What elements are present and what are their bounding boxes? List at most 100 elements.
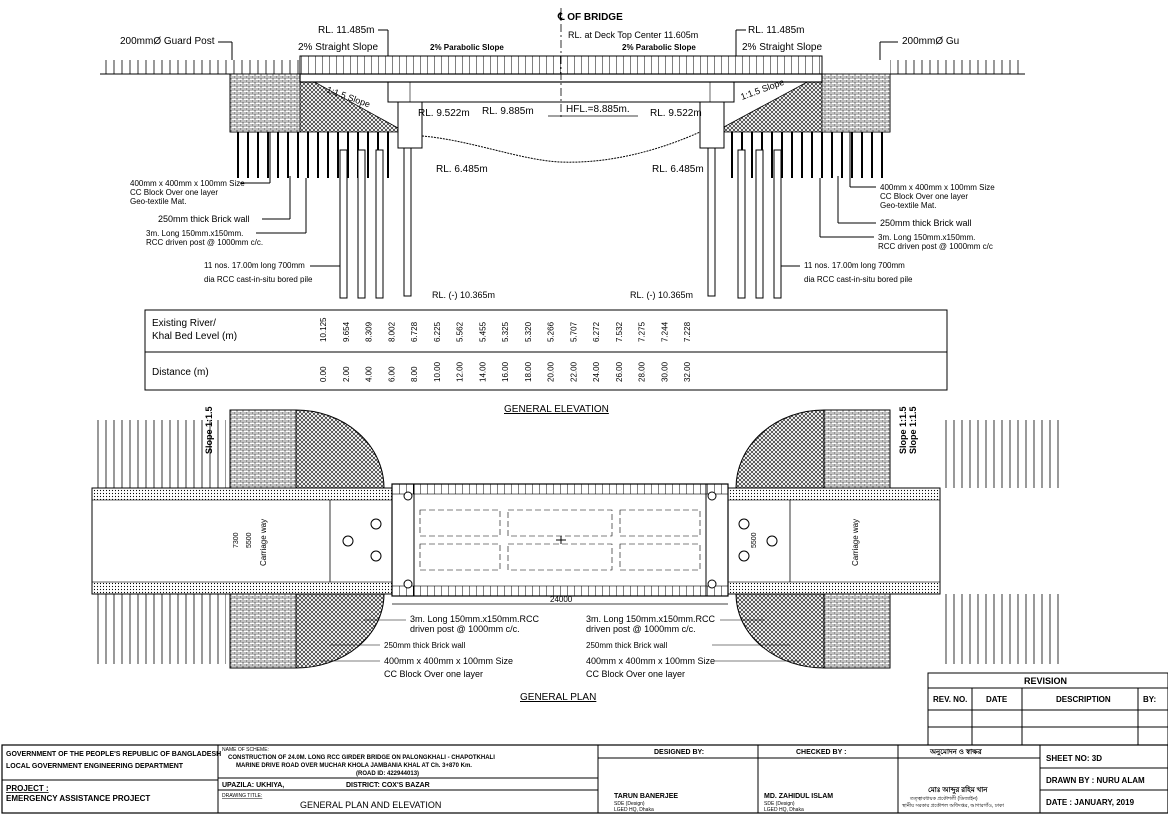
bored-pile-right-line2: dia RCC cast-in-situ bored pile [804,275,913,284]
gov-line-2: LOCAL GOVERNMENT ENGINEERING DEPARTMENT [6,763,184,770]
rl-left-pile-tip-label: RL. (-) 10.365m [432,290,495,300]
plan-cone-right-bottom [735,593,825,669]
plan-cc-block-right-line1: 400mm x 400mm x 100mm Size [586,656,715,666]
centerline-label: ℄ OF BRIDGE [557,12,623,23]
bed-level-value: 5.266 [547,321,556,342]
distance-value: 26.00 [615,361,624,382]
bed-level-value: 5.325 [501,321,510,342]
plan-grass-left-top [96,420,226,488]
brick-block-left [229,73,301,133]
scheme-line-2: MARINE DRIVE ROAD OVER MUCHAR KHOLA JAMB… [236,763,472,769]
bed-level-value: 8.002 [387,321,396,342]
cc-block-right-line2: CC Block Over one layer [880,192,968,201]
bed-level-value: 5.455 [478,321,487,342]
bed-level-value: 5.707 [569,321,578,342]
driven-post-right-line2: RCC driven post @ 1000mm c/c [878,242,993,251]
bed-level-table: Existing River/ Khal Bed Level (m) Dista… [144,309,948,391]
brick-wall-left-label: 250mm thick Brick wall [158,214,250,224]
rl-right-top-label: RL. 11.485m [748,25,805,36]
rl-right-pile-tip-label: RL. (-) 10.365m [630,290,693,300]
distance-value: 16.00 [501,361,510,382]
designer-title-1: SDE (Design) [614,801,645,807]
plan-driven-post-left-line2: driven post @ 1000mm c/c. [410,624,520,634]
plan-cc-block-left-line1: 400mm x 400mm x 100mm Size [384,656,513,666]
distance-value: 4.00 [365,366,374,382]
cc-block-right-line3: Geo-textile Mat. [880,201,936,210]
drawing-title-label: DRAWING TITLE: [222,793,262,799]
revision-col-rev: REV. NO. [933,695,967,704]
bed-level-value: 10.125 [319,317,328,342]
distance-value: 14.00 [478,361,487,382]
width-right-inner-label: 5500 [751,532,758,548]
rl-left-top-label: RL. 11.485m [318,25,375,36]
distance-label: Distance (m) [152,367,209,378]
rl-right-soffit-label: RL. 9.522m [650,108,702,119]
bored-pile-left-line1: 11 nos. 17.00m long 700mm [204,261,305,270]
slope-left-label: Slope 1:1.5 [204,406,214,454]
gov-line-1: GOVERNMENT OF THE PEOPLE'S REPUBLIC OF B… [6,751,221,758]
distance-value: 32.00 [683,361,692,382]
plan-brick-wall-left-label: 250mm thick Brick wall [384,641,466,650]
bed-level-value: 7.228 [683,321,692,342]
plan-driven-post-right-line2: driven post @ 1000mm c/c. [586,624,696,634]
title-block [1,744,1168,814]
bed-level-value: 5.320 [524,321,533,342]
river-bed-profile [421,131,701,163]
rl-left-soffit-label: RL. 9.522m [418,108,470,119]
driven-post-left-line1: 3m. Long 150mm.x150mm. [146,229,243,238]
general-elevation-title: GENERAL ELEVATION [504,404,609,415]
cc-block-left-line3: Geo-textile Mat. [130,197,186,206]
carriageway-left-label: Carriage way [259,519,268,566]
plan-brick-right-bottom [823,593,891,669]
distance-value: 24.00 [592,361,601,382]
bed-values: 10.1250.009.6542.008.3094.008.0026.006.7… [319,317,692,382]
bed-level-label-2: Khal Bed Level (m) [152,331,237,342]
revision-col-by: BY: [1143,695,1156,704]
revision-title: REVISION [1024,676,1067,686]
drawing-date: DATE : JANUARY, 2019 [1046,798,1135,807]
bored-pile-left-line2: dia RCC cast-in-situ bored pile [204,275,313,284]
distance-value: 2.00 [342,366,351,382]
bed-level-value: 9.654 [342,321,351,342]
project-name: EMERGENCY ASSISTANCE PROJECT [6,794,150,803]
plan-cc-block-left-line2: CC Block Over one layer [384,669,483,679]
approach-road-left [91,487,393,595]
plan-cone-right-top [735,409,825,489]
guard-post-left-label: 200mmØ Guard Post [120,36,215,47]
scheme-label: NAME OF SCHEME: [222,747,269,753]
revision-col-desc: DESCRIPTION [1056,695,1111,704]
slope-right-label-2: Slope 1:1.5 [908,406,918,454]
carriageway-right-label: Carriage way [851,519,860,566]
plan-driven-post-left-line1: 3m. Long 150mm.x150mm.RCC [410,614,540,624]
distance-value: 8.00 [410,366,419,382]
bed-level-value: 6.272 [592,321,601,342]
bed-level-value: 5.562 [456,321,465,342]
district: DISTRICT: COX'S BAZAR [346,782,430,789]
guard-post-right-label: 200mmØ Gu [902,36,959,47]
approver-title-1: তত্ত্বাবধায়ক প্রকৌশলী (ডিজাইন) [909,795,978,802]
plan-brick-left-bottom [229,593,297,669]
plan-cc-block-right-line2: CC Block Over one layer [586,669,685,679]
bored-piles-right [707,147,782,299]
project-label: PROJECT : [6,784,49,793]
designed-by-label: DESIGNED BY: [654,749,704,756]
bed-level-value: 7.275 [638,321,647,342]
span-length-label: 24000 [550,595,573,604]
plan-driven-post-right-line1: 3m. Long 150mm.x150mm.RCC [586,614,716,624]
designer-title-2: LGED HQ, Dhaka [614,807,654,813]
checked-by-label: CHECKED BY : [796,749,846,756]
bed-level-value: 7.244 [660,321,669,342]
distance-value: 20.00 [547,361,556,382]
bed-level-value: 6.225 [433,321,442,342]
brick-block-right [821,73,891,133]
general-elevation: ℄ OF BRIDGE RL. at Deck Top Center 11.60… [100,8,1025,300]
plan-cone-left-bottom [295,593,385,669]
sheet-no: SHEET NO: 3D [1046,754,1102,763]
plan-grass-right-bottom [940,594,1060,664]
abutment-right [699,101,725,149]
scheme-line-1: CONSTRUCTION OF 24.0M. LONG RCC GIRDER B… [228,755,495,761]
plan-grass-right-top [940,420,1060,488]
distance-value: 10.00 [433,361,442,382]
bed-level-value: 7.532 [615,321,624,342]
